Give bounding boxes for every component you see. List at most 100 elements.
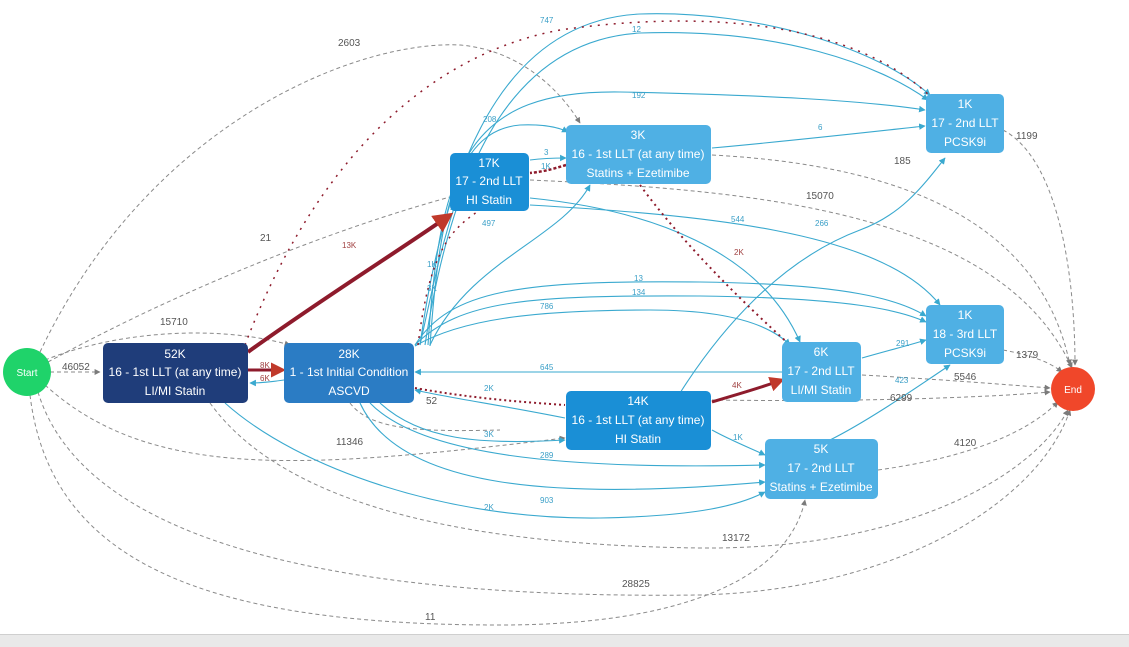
label-4k: 4K bbox=[732, 381, 742, 390]
edge-17k-6k-544 bbox=[529, 197, 801, 343]
node-6k[interactable]: 6K 17 - 2nd LLT LI/MI Statin bbox=[782, 342, 861, 402]
node-1k-mid-line2: 18 - 3rd LLT bbox=[933, 327, 998, 341]
node-14k-count: 14K bbox=[627, 394, 648, 408]
node-end[interactable]: End bbox=[1051, 367, 1095, 411]
edge-3k-end-185 bbox=[711, 154, 1072, 366]
node-3k-count: 3K bbox=[631, 128, 646, 142]
label-645: 645 bbox=[540, 363, 554, 372]
node-52k[interactable]: 52K 16 - 1st LLT (at any time) LI/MI Sta… bbox=[103, 343, 248, 403]
node-52k-count: 52K bbox=[164, 347, 185, 361]
node-5k[interactable]: 5K 17 - 2nd LLT Statins + Ezetimibe bbox=[765, 439, 878, 499]
edge-14k-5k-1k bbox=[711, 429, 766, 456]
label-6: 6 bbox=[818, 123, 823, 132]
label-5546: 5546 bbox=[954, 372, 977, 383]
node-6k-line3: LI/MI Statin bbox=[791, 383, 852, 397]
node-1k-top[interactable]: 1K 17 - 2nd LLT PCSK9i bbox=[926, 94, 1004, 153]
edge-start-3k bbox=[39, 44, 581, 353]
label-13: 13 bbox=[634, 274, 643, 283]
label-28825: 28825 bbox=[622, 579, 650, 590]
edge-52k-1ktop-dotted bbox=[244, 20, 931, 346]
edge-52k-end-13172 bbox=[209, 402, 1069, 549]
label-6299: 6299 bbox=[890, 393, 913, 404]
edge-6k-end-5546 bbox=[861, 374, 1051, 391]
node-5k-line3: Statins + Ezetimibe bbox=[769, 480, 872, 494]
label-497: 497 bbox=[482, 219, 496, 228]
label-2k-a: 2K bbox=[484, 384, 494, 393]
edge-28k-1kmid-13 bbox=[414, 281, 927, 346]
node-52k-line2: 16 - 1st LLT (at any time) bbox=[109, 365, 242, 379]
label-1k-b: 1K bbox=[427, 260, 437, 269]
edge-5k-end-4120 bbox=[877, 401, 1059, 471]
teal-edges bbox=[224, 13, 951, 519]
label-185: 185 bbox=[894, 156, 911, 167]
edge-28k-14k-3k bbox=[379, 402, 566, 444]
edge-28k-5k-903 bbox=[359, 402, 766, 491]
label-134: 134 bbox=[632, 288, 646, 297]
node-start[interactable]: Start bbox=[3, 348, 51, 396]
edge-start-14k-11346 bbox=[44, 384, 566, 462]
label-2603: 2603 bbox=[338, 38, 361, 49]
node-1k-mid-count: 1K bbox=[958, 308, 973, 322]
edge-17k-1kmid-266 bbox=[529, 204, 941, 306]
node-start-label: Start bbox=[16, 368, 37, 379]
node-1k-top-line2: 17 - 2nd LLT bbox=[931, 116, 999, 130]
edge-14k-28k-2k bbox=[414, 388, 566, 419]
node-1k-top-line3: PCSK9i bbox=[944, 135, 986, 149]
label-423: 423 bbox=[895, 376, 909, 385]
edge-14k-end bbox=[711, 389, 1051, 402]
edge-start-17k-21 bbox=[47, 196, 451, 363]
edge-labels: 46052 2603 15710 21 11346 28825 11 13172… bbox=[62, 16, 1039, 623]
node-14k[interactable]: 14K 16 - 1st LLT (at any time) HI Statin bbox=[566, 391, 711, 450]
node-6k-line2: 17 - 2nd LLT bbox=[787, 364, 855, 378]
label-3k-b: 3K bbox=[484, 430, 494, 439]
edge-28k-6k-786 bbox=[414, 309, 791, 347]
node-17k-count: 17K bbox=[478, 156, 499, 170]
label-15710: 15710 bbox=[160, 317, 188, 328]
label-13172: 13172 bbox=[722, 533, 750, 544]
label-46052: 46052 bbox=[62, 362, 90, 373]
node-52k-line3: LI/MI Statin bbox=[145, 384, 206, 398]
label-903: 903 bbox=[540, 496, 554, 505]
label-289: 289 bbox=[540, 451, 554, 460]
label-8k: 8K bbox=[260, 361, 270, 370]
label-1k-c: 1K bbox=[733, 433, 743, 442]
edge-1kmid-end-1379 bbox=[1002, 349, 1063, 373]
node-28k[interactable]: 28K 1 - 1st Initial Condition ASCVD bbox=[284, 343, 414, 403]
label-15070: 15070 bbox=[806, 191, 834, 202]
edge-3k-17k-1k bbox=[529, 163, 567, 175]
node-28k-line3: ASCVD bbox=[328, 384, 370, 398]
label-1379: 1379 bbox=[1016, 350, 1039, 361]
label-786: 786 bbox=[540, 302, 554, 311]
node-3k[interactable]: 3K 16 - 1st LLT (at any time) Statins + … bbox=[566, 125, 711, 184]
edge-17k-end-15070 bbox=[529, 179, 1073, 369]
edge-start-end-28825 bbox=[37, 391, 1072, 596]
label-13k: 13K bbox=[342, 241, 357, 250]
node-3k-line2: 16 - 1st LLT (at any time) bbox=[572, 147, 705, 161]
node-1k-mid[interactable]: 1K 18 - 3rd LLT PCSK9i bbox=[926, 305, 1004, 364]
edge-28k-5k-289 bbox=[369, 402, 766, 469]
edge-17k-3k-3 bbox=[529, 154, 567, 162]
edge-28k-3k-208 bbox=[429, 124, 569, 347]
label-6k: 6K bbox=[260, 374, 270, 383]
node-5k-count: 5K bbox=[814, 442, 829, 456]
label-3: 3 bbox=[544, 148, 549, 157]
label-12: 12 bbox=[632, 25, 641, 34]
label-208: 208 bbox=[483, 115, 497, 124]
node-14k-line2: 16 - 1st LLT (at any time) bbox=[572, 413, 705, 427]
node-5k-line2: 17 - 2nd LLT bbox=[787, 461, 855, 475]
edge-28k-52k-6k bbox=[249, 379, 285, 387]
node-17k-line2: 17 - 2nd LLT bbox=[455, 174, 523, 188]
node-1k-top-count: 1K bbox=[958, 97, 973, 111]
edge-6k-1kmid-291 bbox=[861, 338, 927, 359]
edge-52k-17k-13k bbox=[246, 212, 454, 354]
label-52: 52 bbox=[426, 396, 438, 407]
edge-28k-end-52 bbox=[349, 402, 501, 432]
label-2k-b: 2K bbox=[484, 503, 494, 512]
label-192: 192 bbox=[632, 91, 646, 100]
window-bottom-bar bbox=[0, 634, 1129, 647]
label-11346: 11346 bbox=[336, 437, 364, 448]
edge-28k-1ktop-192 bbox=[427, 91, 926, 346]
node-17k[interactable]: 17K 17 - 2nd LLT HI Statin bbox=[450, 153, 529, 211]
label-291: 291 bbox=[896, 339, 910, 348]
node-28k-line2: 1 - 1st Initial Condition bbox=[290, 365, 409, 379]
